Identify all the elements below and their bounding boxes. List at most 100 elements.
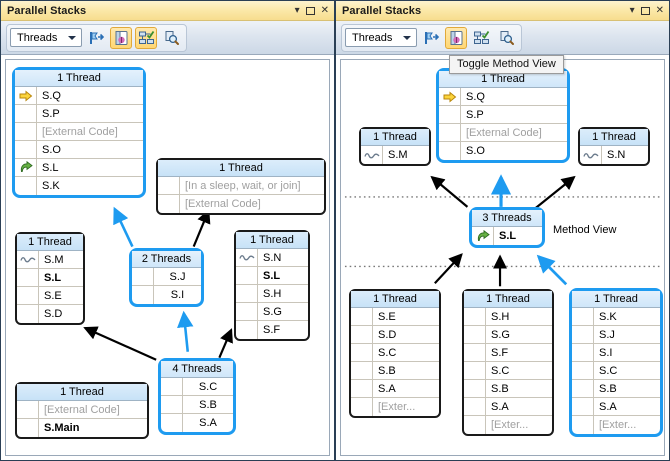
view-mode-combobox[interactable]: Threads (10, 28, 82, 47)
auto-scroll-to-current-stack-frame-icon[interactable] (470, 27, 492, 49)
stack-frame-row[interactable]: S.J (572, 326, 660, 344)
right-canvas: 1 Thread S.Q S.P (337, 56, 668, 459)
stack-node-1-thread-sq[interactable]: 1 Thread S.Q S.P (436, 68, 570, 163)
zoom-icon[interactable] (495, 27, 517, 49)
stack-node-1-thread-sq[interactable]: 1 Thread S.Q S.P (12, 67, 146, 198)
frame-label: [External Code] (42, 125, 118, 138)
stack-frame-row[interactable]: S.A (464, 398, 552, 416)
stack-frame-row[interactable]: S.F (236, 321, 308, 339)
stack-frame-row[interactable]: S.B (572, 380, 660, 398)
stack-frame-row[interactable]: S.B (464, 380, 552, 398)
method-view-label: Method View (553, 224, 617, 236)
stack-node-1-thread-main[interactable]: 1 Thread [External Code] S.Main (15, 382, 149, 439)
stack-node-1-thread-se[interactable]: 1 Thread S.E S.D S.C S.B S.A [Exter... (349, 289, 441, 418)
chevron-down-icon[interactable]: ▾ (294, 5, 300, 16)
stack-frame-row[interactable]: S.F (464, 344, 552, 362)
stack-frame-row[interactable]: [Exter... (351, 398, 439, 416)
toggle-method-view-icon[interactable] (110, 26, 132, 49)
stack-frame-row[interactable]: S.C (351, 344, 439, 362)
empty-gutter (572, 326, 594, 343)
stack-node-1-thread-sm[interactable]: 1 Thread S.M S.L (15, 232, 85, 325)
stack-frame-row[interactable]: S.D (17, 305, 83, 323)
frame-label: S.A (491, 400, 509, 413)
chevron-down-icon[interactable]: ▾ (629, 5, 635, 16)
green-curved-arrow-icon (472, 227, 494, 245)
stack-node-2-threads[interactable]: 2 Threads S.J S.I (129, 248, 204, 307)
stack-node-4-threads[interactable]: 4 Threads S.C S.B S.A (158, 358, 236, 435)
stack-frame-row[interactable]: S.I (132, 286, 201, 304)
stack-frame-row[interactable]: S.M (17, 251, 83, 269)
frame-label: [Exter... (378, 401, 416, 413)
stack-frame-row[interactable]: S.O (439, 142, 567, 160)
auto-scroll-to-current-stack-frame-icon[interactable] (135, 26, 157, 49)
frame-label: S.O (466, 145, 485, 157)
stack-frame-row[interactable]: S.H (464, 308, 552, 326)
stack-frame-row[interactable]: S.G (464, 326, 552, 344)
stack-frame-row[interactable]: S.C (572, 362, 660, 380)
stack-node-1-thread-sleep[interactable]: 1 Thread [In a sleep, wait, or join] [Ex… (156, 158, 326, 215)
close-icon[interactable]: ✕ (320, 5, 329, 16)
stack-frame-row[interactable]: S.C (161, 378, 233, 396)
stack-frame-row[interactable]: S.L (472, 227, 542, 245)
empty-gutter (439, 142, 461, 160)
stack-frame-row[interactable]: S.L (236, 267, 308, 285)
empty-gutter (17, 287, 39, 304)
stack-frame-row[interactable]: S.E (351, 308, 439, 326)
stack-frame-row[interactable]: S.C (464, 362, 552, 380)
stack-node-1-thread-sn[interactable]: 1 Thread S.N (578, 127, 650, 166)
zoom-icon[interactable] (160, 27, 182, 49)
node-rows: S.M S.L S.E S.D (17, 251, 83, 323)
stack-frame-row[interactable]: S.I (572, 344, 660, 362)
stack-node-1-thread-sh[interactable]: 1 Thread S.H S.G S.F S.C S.B S.A [Exter.… (462, 289, 554, 436)
stack-frame-row[interactable]: S.A (572, 398, 660, 416)
stack-frame-row[interactable]: S.Main (17, 419, 147, 437)
stack-frame-row[interactable]: S.K (15, 177, 143, 195)
stack-node-1-thread-sk[interactable]: 1 Thread S.K S.J S.I S.C S.B S.A [Exter.… (569, 288, 663, 437)
stack-frame-row[interactable]: S.N (580, 146, 648, 164)
close-icon[interactable]: ✕ (655, 5, 664, 16)
stack-frame-row[interactable]: S.N (236, 249, 308, 267)
node-rows: S.M (361, 146, 429, 164)
stack-frame-row[interactable]: [External Code] (15, 123, 143, 141)
stack-frame-row[interactable]: S.K (572, 308, 660, 326)
stack-frame-row[interactable]: S.M (361, 146, 429, 164)
stack-frame-row[interactable]: S.L (15, 159, 143, 177)
stack-frame-row[interactable]: S.A (351, 380, 439, 398)
stack-frame-row[interactable]: [External Code] (158, 195, 324, 213)
show-only-flagged-icon[interactable] (420, 27, 442, 49)
stack-frame-row[interactable]: [Exter... (464, 416, 552, 434)
stack-frame-row[interactable]: S.O (15, 141, 143, 159)
stack-frame-row[interactable]: [Exter... (572, 416, 660, 434)
node-rows: S.Q S.P [External Code] S.O (15, 87, 143, 195)
stack-frame-row[interactable]: S.G (236, 303, 308, 321)
stack-frame-row[interactable]: S.Q (439, 88, 567, 106)
stack-frame-row[interactable]: S.B (161, 396, 233, 414)
frame-label: S.B (378, 364, 396, 377)
stack-node-1-thread-sm[interactable]: 1 Thread S.M (359, 127, 431, 166)
toggle-method-view-icon[interactable] (445, 26, 467, 49)
show-only-flagged-icon[interactable] (85, 27, 107, 49)
stack-node-1-thread-sn[interactable]: 1 Thread S.N S.L (234, 230, 310, 341)
stack-frame-row[interactable]: S.P (15, 105, 143, 123)
view-mode-combobox[interactable]: Threads (345, 28, 417, 47)
stack-frame-row[interactable]: S.D (351, 326, 439, 344)
stack-frame-row[interactable]: S.L (17, 269, 83, 287)
right-canvas-inner: 1 Thread S.Q S.P (340, 59, 665, 456)
stack-frame-row[interactable]: S.E (17, 287, 83, 305)
empty-gutter (132, 268, 154, 285)
frame-label: S.G (263, 305, 282, 318)
stack-frame-row[interactable]: [External Code] (439, 124, 567, 142)
view-mode-value: Threads (352, 31, 393, 44)
maximize-icon[interactable] (305, 7, 315, 15)
frame-label: S.L (42, 161, 59, 174)
stack-node-3-threads-sl[interactable]: 3 Threads S.L (469, 207, 545, 248)
stack-frame-row[interactable]: S.P (439, 106, 567, 124)
stack-frame-row[interactable]: S.H (236, 285, 308, 303)
maximize-icon[interactable] (640, 7, 650, 15)
stack-frame-row[interactable]: S.Q (15, 87, 143, 105)
stack-frame-row[interactable]: [In a sleep, wait, or join] (158, 177, 324, 195)
stack-frame-row[interactable]: S.J (132, 268, 201, 286)
stack-frame-row[interactable]: [External Code] (17, 401, 147, 419)
stack-frame-row[interactable]: S.B (351, 362, 439, 380)
stack-frame-row[interactable]: S.A (161, 414, 233, 432)
